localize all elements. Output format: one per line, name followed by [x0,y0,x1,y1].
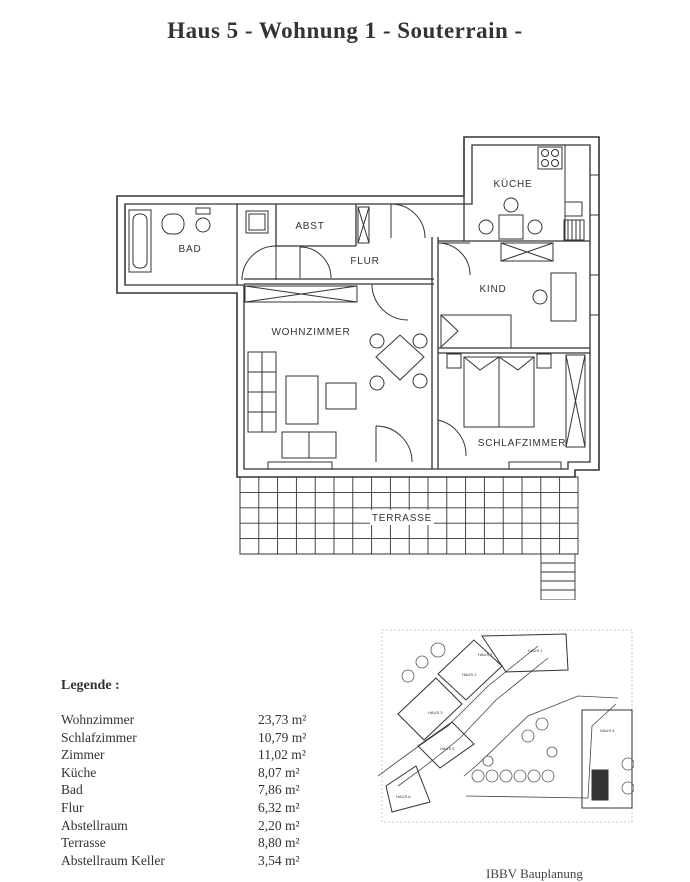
label-wohnzimmer: WOHNZIMMER [271,327,350,338]
floor-plan: KÜCHE ABST BAD FLUR KIND WOHNZIMMER SCHL… [116,136,600,600]
legend-room-area: 7,86 m² [258,782,300,798]
legend-row: Abstellraum Keller 3,54 m² [61,853,331,871]
legend-room-name: Wohnzimmer [61,712,135,727]
windows [267,174,600,470]
kind-fixtures [440,242,577,349]
site-roads [378,645,619,799]
page-title: Haus 5 - Wohnung 1 - Souterrain - [167,18,523,43]
legend-room-area: 10,79 m² [258,729,307,745]
label-bad: BAD [179,244,202,255]
legend-room-name: Abstellraum Keller [61,852,165,868]
legend-row: Flur 6,32 m² [61,800,331,818]
label-kind: KIND [479,284,506,295]
legend-row: Wohnzimmer 23,73 m² [61,712,331,730]
site-labels: HAUS 1 HAUS 2 HAUS 3 HAUS 4 HAUS 5 HAUS … [396,648,615,799]
bathroom-fixtures [128,206,370,273]
legend-room-area: 3,54 m² [258,852,300,868]
legend-row: Schlafzimmer 10,79 m² [61,730,331,748]
schlafzimmer-fixtures [446,353,586,448]
legend-room-name: Bad [61,782,83,798]
doors [241,203,471,463]
legend-room-area: 8,80 m² [258,835,300,851]
label-terrasse: TERRASSE [372,513,432,524]
legend-room-name: Küche [61,764,97,780]
legend-room-name: Schlafzimmer [61,729,137,745]
svg-text:HAUS 5: HAUS 5 [440,746,455,751]
kitchen-fixtures [478,145,585,241]
label-flur: FLUR [350,256,379,267]
legend-row: Abstellraum 2,20 m² [61,818,331,836]
legend-row: Zimmer 11,02 m² [61,747,331,765]
legend-room-area: 23,73 m² [258,712,307,727]
outer-walls [116,136,600,478]
wohnzimmer-fixtures [244,285,428,459]
legend-room-area: 6,32 m² [258,799,300,815]
site-buildings [385,633,633,813]
label-schlafzimmer: SCHLAFZIMMER [478,438,567,449]
site-trees [401,642,634,795]
footer-text: IBBV Bauplanung [486,866,583,881]
svg-text:HAUS 3: HAUS 3 [428,710,443,715]
svg-text:HAUS 2: HAUS 2 [462,672,477,677]
svg-text:HAUS 1: HAUS 1 [528,648,543,653]
legend-room-name: Terrasse [61,835,106,851]
svg-text:HAUS 7: HAUS 7 [478,652,493,657]
legend-room-name: Zimmer [61,747,105,763]
legend-room-name: Abstellraum [61,817,128,833]
legend-table: Wohnzimmer 23,73 m² Schlafzimmer 10,79 m² Zi… [61,712,331,870]
svg-text:HAUS 4: HAUS 4 [600,728,615,733]
legend-room-area: 2,20 m² [258,817,300,833]
label-kueche: KÜCHE [493,178,532,190]
legend-row: Küche 8,07 m² [61,765,331,783]
legend-room-area: 11,02 m² [258,747,306,763]
legend-room-area: 8,07 m² [258,764,300,780]
svg-text:HAUS 6: HAUS 6 [396,794,411,799]
legend-room-name: Flur [61,799,84,815]
site-plan: HAUS 1 HAUS 2 HAUS 3 HAUS 4 HAUS 5 HAUS … [378,629,634,823]
legend-row: Bad 7,86 m² [61,782,331,800]
legend-heading: Legende : [61,678,120,693]
legend-row: Terrasse 8,80 m² [61,835,331,853]
room-labels: KÜCHE ABST BAD FLUR KIND WOHNZIMMER SCHL… [179,178,567,525]
label-abst: ABST [295,221,324,232]
terrace-grid [239,476,579,600]
